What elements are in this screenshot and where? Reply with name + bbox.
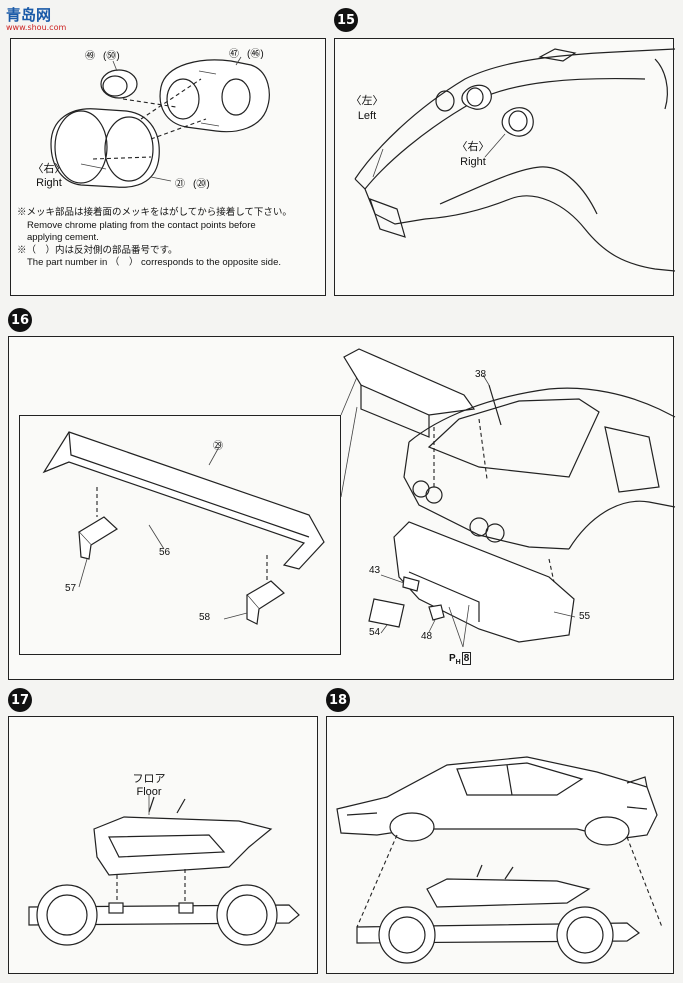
left-label-en: Left <box>357 110 377 122</box>
part-48-label: 48 <box>421 631 433 642</box>
step-18-panel <box>326 716 674 974</box>
step-17-panel: フロア Floor <box>8 716 318 974</box>
right-label-en: Right <box>36 177 62 189</box>
part-21-label: ㉑ <box>175 179 185 190</box>
watermark-title: 青岛网 <box>6 6 52 24</box>
part-46-label: (㊻) <box>247 49 264 60</box>
step-17-badge: 17 <box>8 688 32 712</box>
part-58-label: 58 <box>199 612 211 623</box>
part-49-label: ㊾ <box>85 51 95 62</box>
rear-wing-and-bumper-drawing <box>42 348 676 648</box>
part-20-label: (⑳) <box>193 179 210 190</box>
floor-chassis-drawing <box>28 795 300 946</box>
right-label-jp: 〈右〉 <box>456 141 490 153</box>
left-label-jp: 〈左〉 <box>350 95 384 107</box>
opposite-note-jp: ※（ ）内は反対側の部品番号です。 <box>17 244 178 256</box>
part-56-label: 56 <box>159 547 171 558</box>
part-29-label: ㉙ <box>213 441 223 452</box>
chrome-note-en-a: Remove chrome plating from the contact p… <box>27 219 256 231</box>
right-label-jp: 〈右〉 <box>32 163 66 175</box>
floor-label-en: Floor <box>136 786 162 798</box>
body-front-interior-drawing <box>354 48 676 272</box>
part-47-label: ㊼ <box>229 49 239 60</box>
chrome-note: ※メッキ部品は接着面のメッキをはがしてから接着して下さい。 Remove chr… <box>17 207 292 270</box>
part-38-label: 38 <box>475 369 487 380</box>
watermark-logo: 青岛网 www.shou.com <box>6 4 66 32</box>
part-50-label: (㊿) <box>103 51 120 62</box>
floor-label-jp: フロア <box>132 773 166 785</box>
step-16-badge: 16 <box>8 308 32 332</box>
watermark-url: www.shou.com <box>6 23 67 32</box>
headlight-assembly-drawing <box>50 56 270 188</box>
step-14-panel: ㊾ (㊿) ㊼ (㊻) ㉑ (⑳) 〈右〉 Right ※メッキ部品は接着面のメ… <box>10 38 326 296</box>
part-43-label: 43 <box>369 565 381 576</box>
step-15-badge: 15 <box>334 8 358 32</box>
part-57-label: 57 <box>65 583 77 594</box>
part-54-label: 54 <box>369 627 381 638</box>
chrome-note-jp: ※メッキ部品は接着面のメッキをはがしてから接着して下さい。 <box>17 207 292 218</box>
part-55-label: 55 <box>579 611 591 622</box>
right-label-en: Right <box>460 156 486 168</box>
step-15-panel: 〈左〉 Left 〈右〉 Right <box>334 38 676 296</box>
step-18-badge: 18 <box>326 688 350 712</box>
opposite-note-en: The part number in （ ） corresponds to th… <box>27 257 281 268</box>
body-to-chassis-drawing <box>336 756 663 964</box>
chrome-note-en-b: applying cement. <box>27 232 99 243</box>
